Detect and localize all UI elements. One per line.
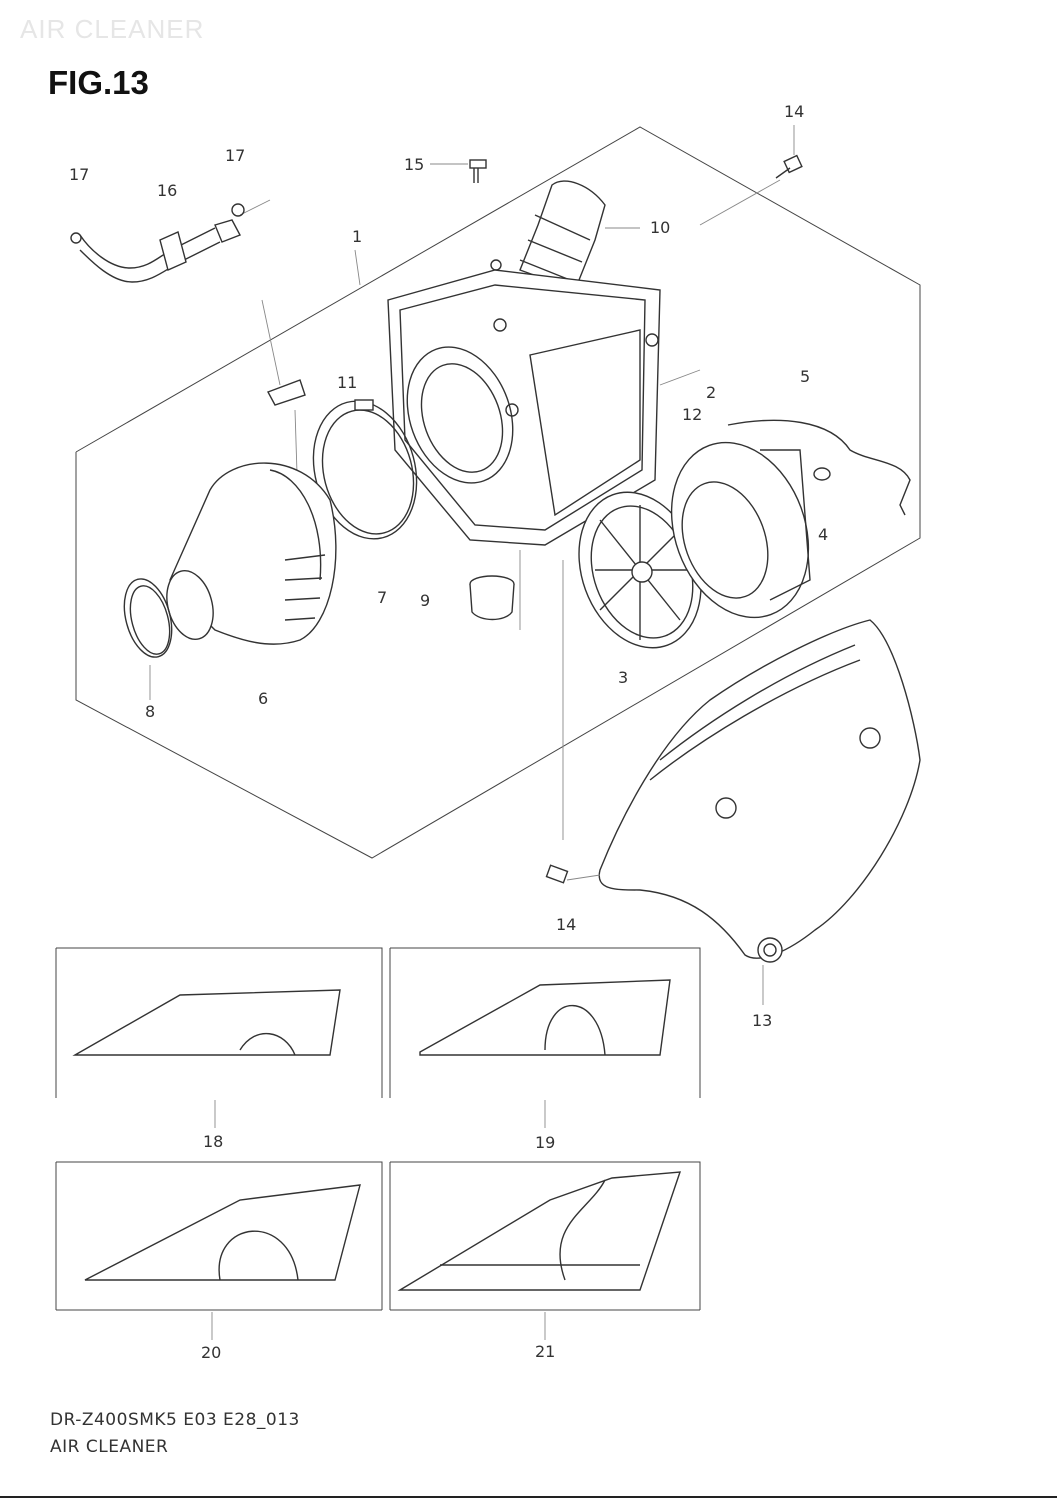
label-part-17-right: 17 (225, 146, 245, 165)
label-part-15: 15 (404, 155, 424, 174)
label-part-12: 12 (682, 405, 702, 424)
inlet-boot (166, 462, 337, 645)
label-part-13: 13 (752, 1011, 772, 1030)
label-part-14-top: 14 (784, 102, 804, 121)
footer-section-name: AIR CLEANER (50, 1437, 169, 1457)
bolt-15 (430, 159, 487, 183)
label-part-9: 9 (420, 591, 430, 610)
label-part-8: 8 (145, 702, 155, 721)
label-part-3: 3 (618, 668, 628, 687)
variant-box-19 (389, 947, 701, 1128)
label-part-21: 21 (535, 1342, 555, 1361)
breather-hose (70, 199, 271, 283)
label-part-6: 6 (258, 689, 268, 708)
bottom-border (0, 1496, 1057, 1498)
label-part-10: 10 (650, 218, 670, 237)
air-cleaner-case (354, 249, 661, 546)
variant-box-18 (55, 947, 383, 1128)
label-part-18: 18 (203, 1132, 223, 1151)
label-part-5: 5 (800, 367, 810, 386)
side-cover (545, 560, 921, 1005)
variant-box-21 (389, 1161, 701, 1340)
filter-element (670, 441, 811, 619)
label-part-14-bottom: 14 (556, 915, 576, 934)
variant-box-20 (55, 1161, 383, 1340)
watermark-text: AIR CLEANER (20, 14, 205, 44)
leader-12 (659, 369, 701, 386)
clamp-8 (123, 578, 173, 700)
label-part-4: 4 (818, 525, 828, 544)
label-part-19: 19 (535, 1133, 555, 1152)
label-part-7: 7 (377, 588, 387, 607)
label-part-20: 20 (201, 1343, 221, 1362)
assembly-outline (75, 126, 921, 859)
label-part-11: 11 (337, 373, 357, 392)
figure-title: FIG.13 (48, 64, 149, 101)
drain-plug (469, 550, 521, 630)
label-part-1: 1 (352, 227, 362, 246)
label-part-16: 16 (157, 181, 177, 200)
label-part-17-left: 17 (69, 165, 89, 184)
footer-model-code: DR-Z400SMK5 E03 E28_013 (50, 1410, 300, 1430)
bolt-14-top (699, 125, 803, 226)
seal-5 (727, 419, 911, 516)
label-part-2: 2 (706, 383, 716, 402)
